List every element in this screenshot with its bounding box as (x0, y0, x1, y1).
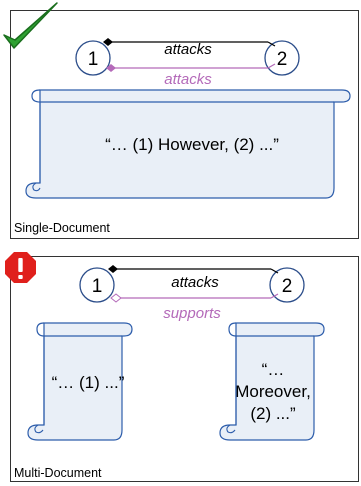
relation-label-supports: supports (163, 305, 221, 322)
document-text-doc2-line2: Moreover, (235, 382, 311, 401)
document-scroll-left (27, 322, 133, 441)
node-2-label: 2 (277, 49, 288, 70)
relation-label-attacks-multi: attacks (171, 274, 219, 291)
panel-label-single-document: Single-Document (14, 221, 110, 235)
document-text-doc2-line3: (2) ...” (250, 404, 296, 423)
attack-edge-bottom (106, 63, 276, 72)
support-edge-multi (110, 293, 279, 303)
document-scroll-right (219, 322, 325, 441)
relation-label-attacks-top: attacks (164, 41, 212, 58)
red-warning-icon (5, 252, 36, 283)
node-1: 1 (75, 40, 111, 76)
panel-label-multi-document: Multi-Document (14, 466, 102, 480)
node-1-multi: 1 (79, 267, 115, 303)
attack-edge-multi (108, 265, 279, 274)
document-text-single: “… (1) However, (2) ...” (105, 135, 279, 154)
node-1-label: 1 (88, 49, 99, 70)
document-text-doc2-line1: “… (262, 360, 285, 379)
green-checkmark-icon (3, 2, 58, 49)
node-1-multi-label: 1 (92, 276, 103, 297)
document-text-doc1: “… (1) ...” (52, 373, 125, 392)
node-2: 2 (264, 40, 300, 76)
attack-edge-top (103, 38, 276, 47)
node-2-multi: 2 (269, 267, 305, 303)
relation-label-attacks-bottom: attacks (164, 71, 212, 88)
node-2-multi-label: 2 (282, 276, 293, 297)
document-scroll-wide (25, 89, 351, 199)
